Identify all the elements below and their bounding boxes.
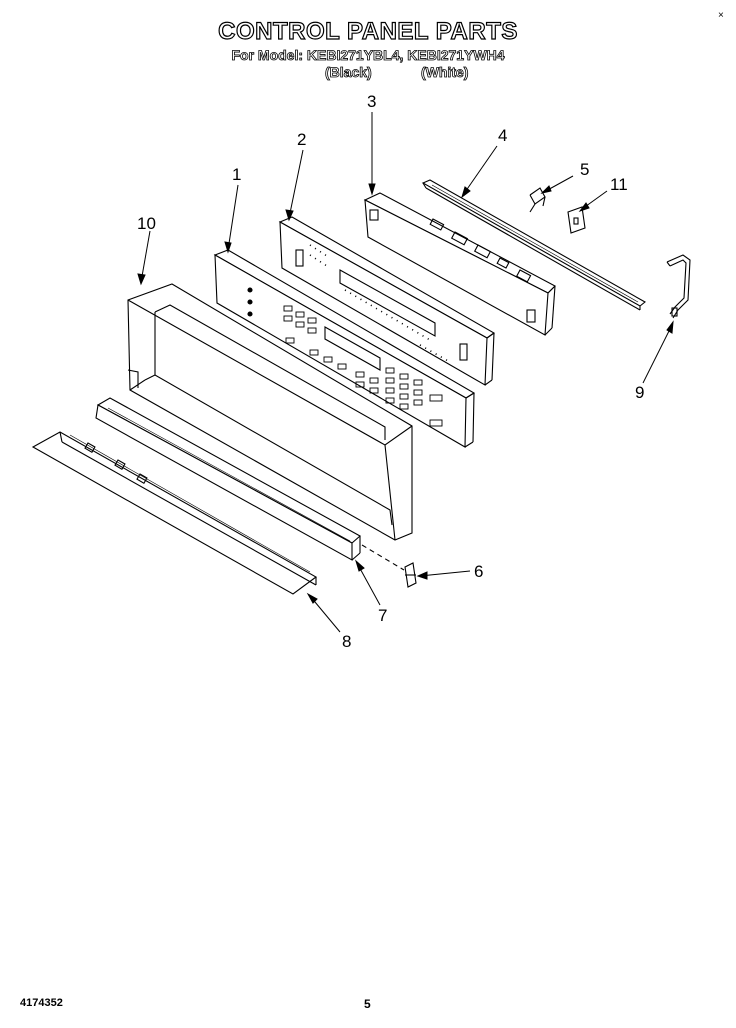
part-3-control-board [363,192,556,336]
corner-mark: × [718,10,724,21]
part-4-trim-strip [421,179,646,311]
callout-1: 1 [232,165,242,184]
document-number: 4174352 [20,997,63,1009]
part-7-lower-trim [95,397,361,561]
callout-4: 4 [498,126,508,145]
part-8-bottom-strip [31,431,318,595]
callout-3: 3 [367,92,377,111]
part-5-clip [529,187,546,213]
part-10-frame [127,283,413,541]
variant-black-label: (Black) [325,64,372,81]
callout-6: 6 [474,562,484,581]
part-11-bracket [567,206,586,234]
part-1-control-panel [213,249,476,448]
callout-8: 8 [342,632,352,651]
callout-10: 10 [137,214,156,233]
page-number: 5 [364,997,371,1011]
callout-9: 9 [635,383,645,402]
page-title: CONTROL PANEL PARTS [218,17,518,45]
part-6-dashed-guide [361,544,405,571]
variant-white-label: (White) [421,64,469,81]
callout-11: 11 [610,175,628,194]
part-9-bracket [666,254,691,319]
part-6-clip [404,562,417,588]
leader-lines [137,112,674,633]
model-subtitle: For Model: KEBI271YBL4, KEBI271YWH4 [231,47,505,64]
part-2-overlay-panel [278,216,496,386]
callout-2: 2 [297,130,307,149]
callout-5: 5 [580,160,590,179]
callout-7: 7 [378,606,388,625]
